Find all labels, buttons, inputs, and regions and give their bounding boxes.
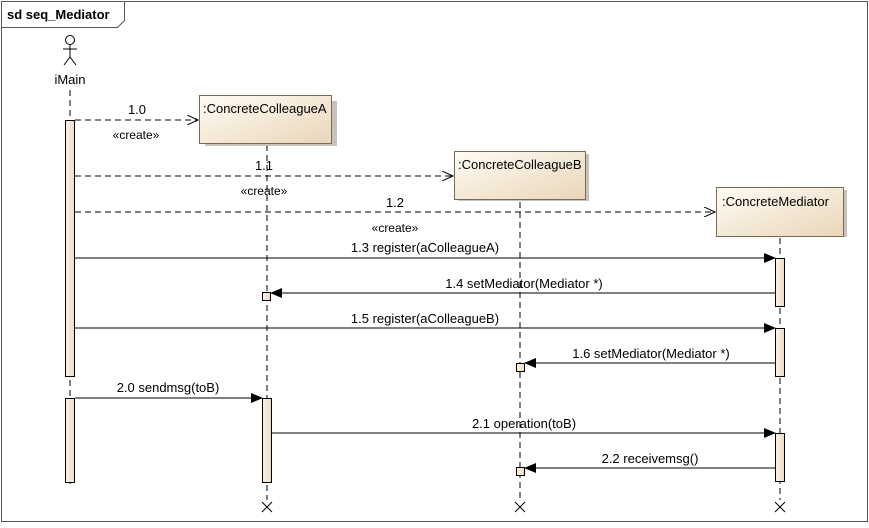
destroy-mediator-icon	[774, 501, 786, 513]
message-1-3-label: 1.3 register(aColleagueA)	[351, 240, 499, 255]
message-1-1-stereotype: «create»	[241, 184, 288, 198]
actor-icon	[63, 35, 77, 66]
destroy-colleague-b-icon	[514, 501, 526, 513]
frame-label: sd seq_Mediator	[7, 7, 110, 22]
object-mediator[interactable]: :ConcreteMediator	[716, 187, 848, 238]
activation-imain-2	[65, 398, 75, 483]
message-2-1-label: 2.1 operation(toB)	[472, 416, 576, 431]
message-1-2-number: 1.2	[386, 195, 404, 210]
destroy-colleague-a-icon	[261, 501, 273, 513]
object-label: :ConcreteColleagueB	[458, 157, 582, 172]
actor-name: iMain	[54, 72, 85, 87]
message-1-0-stereotype: «create»	[113, 128, 160, 142]
activation-imain-1	[65, 120, 75, 377]
activation-mediator-3	[775, 433, 785, 482]
object-label: :ConcreteMediator	[722, 194, 830, 209]
activation-colleague-a-small	[262, 292, 271, 301]
message-2-2-label: 2.2 receivemsg()	[602, 451, 699, 466]
object-colleague-a[interactable]: :ConcreteColleagueA	[199, 95, 338, 147]
message-1-6-label: 1.6 setMediator(Mediator *)	[572, 346, 730, 361]
message-1-1-number: 1.1	[255, 158, 273, 173]
activation-colleague-a	[262, 398, 272, 483]
object-colleague-b[interactable]: :ConcreteColleagueB	[454, 151, 590, 202]
message-1-4-label: 1.4 setMediator(Mediator *)	[445, 276, 603, 291]
message-1-0-number: 1.0	[128, 102, 146, 117]
activation-mediator-2	[775, 328, 785, 377]
message-1-2-stereotype: «create»	[372, 221, 419, 235]
activation-mediator-1	[775, 258, 785, 307]
activation-colleague-b-small-2	[516, 467, 525, 476]
message-2-0-label: 2.0 sendmsg(toB)	[117, 380, 220, 395]
object-label: :ConcreteColleagueA	[203, 101, 327, 116]
actor-imain[interactable]: iMain	[54, 35, 86, 88]
message-1-5-label: 1.5 register(aColleagueB)	[351, 311, 499, 326]
activation-colleague-b-small-1	[516, 363, 525, 372]
